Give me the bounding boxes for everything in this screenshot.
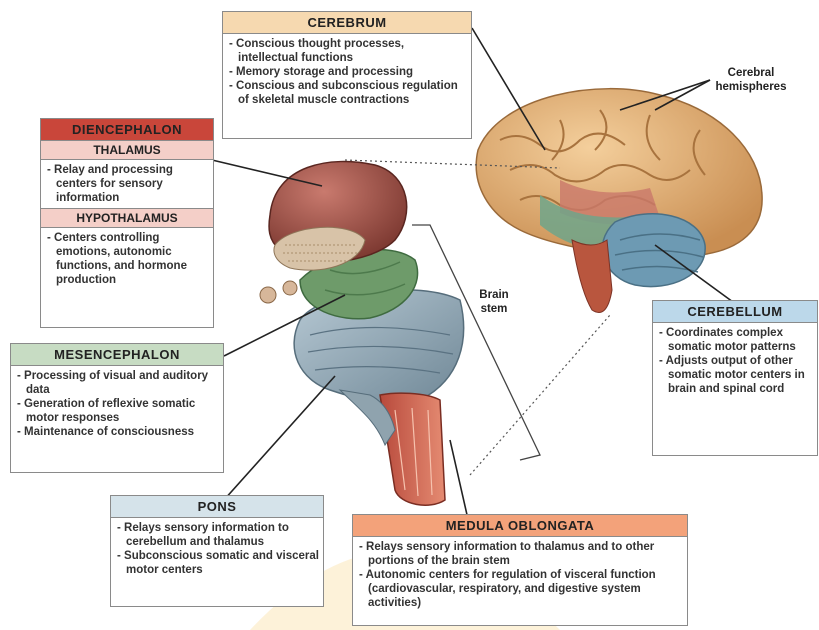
cerebellum-list: Coordinates complex somatic motor patter… [653, 323, 817, 399]
medulla-box: MEDULA OBLONGATA Relays sensory informat… [352, 514, 688, 626]
list-item: Coordinates complex somatic motor patter… [659, 326, 813, 354]
mesencephalon-title: MESENCEPHALON [11, 344, 223, 366]
list-item: Maintenance of consciousness [17, 425, 219, 439]
cerebral-hemispheres-label: Cerebral hemispheres [712, 66, 790, 94]
thalamus-title: THALAMUS [41, 141, 213, 160]
list-item: Autonomic centers for regulation of visc… [359, 568, 683, 610]
list-item: Memory storage and processing [229, 65, 467, 79]
list-item: Adjusts output of other somatic motor ce… [659, 354, 813, 396]
brain-stem-label: Brain stem [474, 288, 514, 316]
cerebrum-list: Conscious thought processes, intellectua… [223, 34, 471, 110]
cerebrum-box: CEREBRUM Conscious thought processes, in… [222, 11, 472, 139]
list-item: Processing of visual and auditory data [17, 369, 219, 397]
list-item: Relays sensory information to thalamus a… [359, 540, 683, 568]
diencephalon-title: DIENCEPHALON [41, 119, 213, 141]
thalamus-list: Relay and processing centers for sensory… [41, 160, 213, 208]
mesencephalon-list: Processing of visual and auditory data G… [11, 366, 223, 442]
pons-box: PONS Relays sensory information to cereb… [110, 495, 324, 607]
list-item: Generation of reflexive somatic motor re… [17, 397, 219, 425]
list-item: Conscious thought processes, intellectua… [229, 37, 467, 65]
list-item: Conscious and subconscious regulation of… [229, 79, 467, 107]
mesencephalon-box: MESENCEPHALON Processing of visual and a… [10, 343, 224, 473]
brainstem-drawing [260, 162, 464, 506]
list-item: Centers controlling emotions, autonomic … [47, 231, 209, 287]
hypothalamus-title: HYPOTHALAMUS [41, 208, 213, 228]
cerebellum-box: CEREBELLUM Coordinates complex somatic m… [652, 300, 818, 456]
cerebellum-title: CEREBELLUM [653, 301, 817, 323]
list-item: Subconscious somatic and visceral motor … [117, 549, 319, 577]
medulla-title: MEDULA OBLONGATA [353, 515, 687, 537]
pons-list: Relays sensory information to cerebellum… [111, 518, 323, 580]
diencephalon-box: DIENCEPHALON THALAMUS Relay and processi… [40, 118, 214, 328]
list-item: Relays sensory information to cerebellum… [117, 521, 319, 549]
hypothalamus-list: Centers controlling emotions, autonomic … [41, 228, 213, 290]
whole-brain-drawing [476, 89, 762, 313]
pons-title: PONS [111, 496, 323, 518]
list-item: Relay and processing centers for sensory… [47, 163, 209, 205]
medulla-list: Relays sensory information to thalamus a… [353, 537, 687, 613]
cerebrum-title: CEREBRUM [223, 12, 471, 34]
